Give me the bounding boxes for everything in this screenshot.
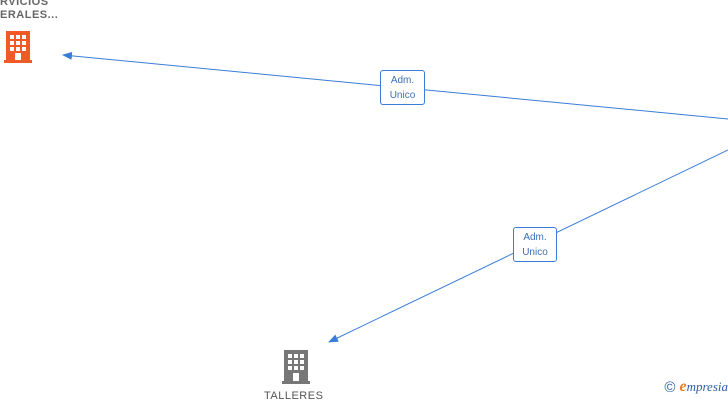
edge-label-line: Unico	[389, 90, 416, 101]
edge-label-line: Unico	[522, 247, 548, 258]
brand-logo-rest: mpresia	[686, 379, 728, 394]
node-label[interactable]: RVICIOS ERALES...	[0, 0, 58, 22]
watermark: © empresia	[664, 378, 728, 396]
building-icon[interactable]	[4, 31, 32, 63]
node-label-line: TALLERES	[264, 390, 324, 402]
node-label-line: RVICIOS	[0, 0, 49, 8]
node-label[interactable]: TALLERES	[264, 390, 323, 403]
edge-label[interactable]: Adm. Unico	[513, 227, 557, 262]
building-icon[interactable]	[282, 350, 310, 384]
brand-logo-initial: e	[679, 378, 687, 395]
copyright-icon: ©	[664, 378, 676, 396]
edge-label-line: Adm.	[523, 232, 547, 243]
edge-label[interactable]: Adm. Unico	[380, 70, 425, 105]
brand-logo: empresia	[679, 378, 728, 396]
node-label-line: ERALES...	[0, 9, 59, 21]
edge-label-line: Adm.	[390, 75, 415, 86]
